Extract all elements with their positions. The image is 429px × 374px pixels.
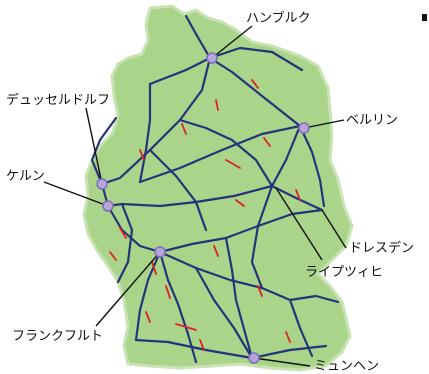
construction-mark	[257, 285, 263, 297]
highway-segment	[224, 236, 254, 360]
leader-line-leipzig	[275, 187, 323, 261]
highway-segment	[138, 124, 302, 184]
highway-segment	[134, 338, 328, 360]
leader-line-dresden	[321, 209, 347, 249]
highway-segment	[100, 56, 212, 186]
leader-line-frankfurt	[95, 251, 161, 327]
construction-mark	[151, 261, 157, 275]
city-label-frankfurt: フランクフルト	[12, 329, 103, 344]
highway-segment	[148, 148, 208, 232]
highway-segment	[298, 124, 326, 208]
highway-segment	[288, 294, 340, 304]
construction-mark	[215, 99, 219, 111]
city-label-berlin: ベルリン	[346, 113, 398, 128]
highway-segment	[288, 298, 314, 358]
construction-mark	[109, 251, 117, 261]
leader-line-hamburg	[211, 25, 253, 59]
highway-segment	[158, 208, 324, 254]
leader-line-berlin	[303, 119, 345, 129]
city-labels: ハンブルク ベルリン デュッセルドルフ ケルン ドレスデン ライプツィヒ フラン…	[6, 10, 414, 374]
highway-segment	[178, 118, 274, 188]
corner-square-mark	[422, 14, 427, 21]
city-marker-icon	[96, 178, 108, 190]
construction-mark	[199, 339, 205, 351]
construction-mark	[175, 323, 197, 331]
city-markers	[96, 52, 310, 364]
highway-segment	[138, 82, 152, 184]
construction-sites	[109, 79, 301, 351]
city-marker-icon	[102, 200, 114, 212]
city-marker-icon	[206, 52, 218, 64]
germany-landmass	[82, 4, 354, 372]
city-marker-icon	[298, 122, 310, 134]
highway-network	[90, 14, 340, 364]
highway-segment	[148, 56, 212, 86]
city-label-munich: ミュンヘン	[314, 359, 379, 374]
city-marker-icon	[154, 246, 166, 258]
construction-mark	[295, 189, 301, 201]
highway-segment	[90, 116, 118, 186]
construction-mark	[139, 149, 145, 161]
construction-mark	[225, 159, 241, 169]
label-leader-lines	[43, 25, 347, 367]
highway-segment	[270, 124, 302, 188]
city-label-koln: ケルン	[6, 169, 45, 184]
construction-mark	[251, 79, 259, 89]
highway-segment	[194, 266, 254, 360]
construction-mark	[165, 285, 171, 299]
leader-line-dusseldorf	[85, 107, 103, 185]
leader-line-koln	[43, 181, 109, 207]
highway-segment	[184, 14, 212, 60]
city-marker-icon	[248, 352, 260, 364]
highway-segment	[250, 184, 274, 290]
highway-segment	[116, 202, 134, 284]
city-label-dresden: ドレスデン	[349, 240, 414, 256]
city-label-leipzig: ライプツィヒ	[305, 265, 383, 280]
construction-mark	[263, 137, 271, 147]
highway-segment	[208, 46, 304, 72]
construction-mark	[119, 227, 127, 239]
construction-mark	[285, 331, 291, 343]
construction-mark	[235, 199, 245, 207]
highway-segment	[270, 184, 324, 212]
highway-segment	[158, 250, 198, 364]
construction-mark	[213, 245, 219, 257]
city-label-hamburg: ハンブルク	[246, 10, 311, 26]
highway-segment	[208, 56, 302, 128]
highway-segment	[106, 184, 274, 208]
construction-mark	[145, 311, 151, 323]
highway-segment	[158, 250, 292, 302]
construction-mark	[181, 123, 187, 135]
leader-line-munich	[253, 357, 311, 367]
city-label-dusseldorf: デュッセルドルフ	[6, 92, 110, 108]
